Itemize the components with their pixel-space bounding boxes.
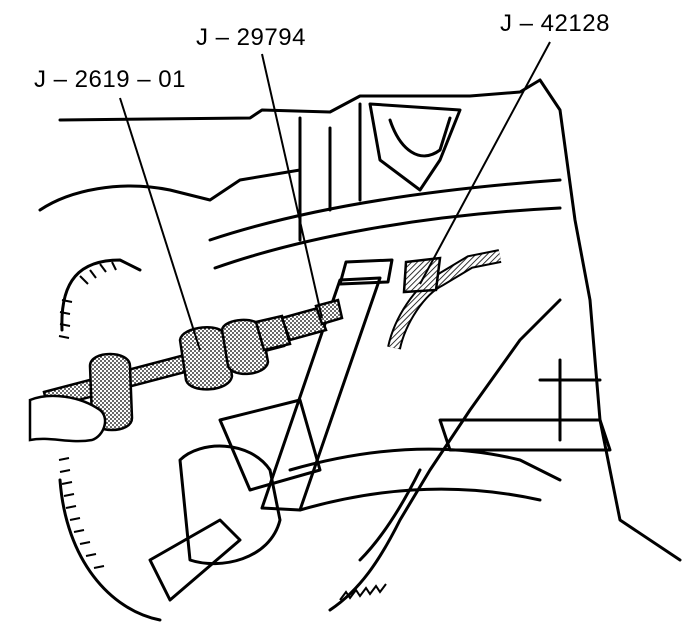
brake-line: [328, 298, 562, 612]
brake-line-spring: [339, 583, 387, 601]
axle-shaft: [148, 518, 242, 602]
hub-housing: [178, 444, 282, 566]
upper-rail: [208, 178, 562, 242]
mount-tower-inner: [388, 116, 452, 158]
hose-clamp: [402, 256, 442, 294]
upper-rail-2: [213, 206, 562, 270]
tie-rod: [358, 468, 422, 562]
rack-end: [538, 358, 602, 442]
flywheel-lower: [58, 478, 162, 622]
mount-tower: [368, 102, 462, 192]
rack-housing: [438, 418, 612, 452]
body-bracket: [298, 102, 362, 242]
slide-hammer-tool: [42, 314, 292, 432]
strut-top: [338, 258, 394, 286]
frame-outline: [58, 78, 682, 562]
callout-label-2: J – 29794: [196, 24, 306, 51]
leader-line-1: [119, 97, 201, 351]
callout-label-3: J – 42128: [500, 10, 610, 37]
leader-line-2: [261, 53, 323, 319]
leader-line-3: [419, 41, 551, 285]
cv-boot: [218, 398, 322, 492]
flywheel-outer: [60, 258, 142, 332]
adapter-tool: [280, 298, 344, 342]
fender-liner: [38, 168, 302, 212]
control-arm: [288, 447, 562, 482]
callout-label-1: J – 2619 – 01: [34, 66, 186, 93]
control-arm-2: [298, 487, 542, 512]
flywheel-teeth: [58, 261, 117, 569]
technician-hand: [28, 394, 107, 443]
